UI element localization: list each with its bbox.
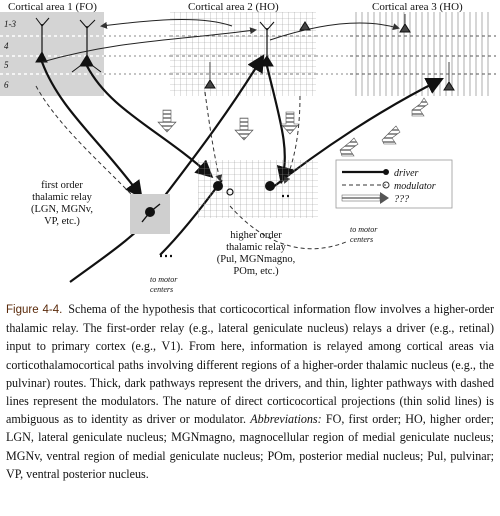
layer-label-5: 5 (4, 60, 9, 70)
layer-label-1-3: 1-3 (4, 19, 16, 29)
ho-relay-line-3: (Pul, MGNmagno, (217, 254, 295, 265)
legend-driver: driver (394, 168, 419, 179)
motor-dots (160, 194, 292, 258)
ho-relay-cells (213, 181, 275, 196)
caption-body: Schema of the hypothesis that corticocor… (6, 302, 494, 427)
corticocortical-projections (41, 18, 400, 63)
fo-relay-line-3: (LGN, MGNv, (31, 204, 93, 215)
inter-area-dots (104, 35, 350, 75)
fo-relay-cell (141, 203, 161, 223)
ho-relay-line-1: higher order (230, 230, 282, 241)
cortical-area-2 (170, 12, 316, 96)
figure-label: Figure 4-4. (6, 304, 63, 316)
legend-modulator: modulator (394, 181, 436, 192)
abbreviations-text: FO, first order; HO, higher order; LGN, … (6, 412, 494, 481)
figure-caption: Figure 4-4.Schema of the hypothesis that… (6, 300, 494, 483)
fo-relay-line-4: VP, etc.) (44, 216, 80, 227)
cortical-area-3 (350, 12, 496, 96)
fo-relay-line-1: first order (41, 180, 83, 191)
motor-label-2-line-2: centers (350, 235, 373, 244)
abbreviations-label: Abbreviations: (250, 412, 322, 427)
legend-unknown: ??? (394, 194, 409, 205)
legend: driver modulator ??? (335, 159, 453, 209)
area-3-title: Cortical area 3 (HO) (372, 1, 463, 13)
area-2-title: Cortical area 2 (HO) (188, 1, 279, 13)
layer-label-6: 6 (4, 80, 9, 90)
area-1-title: Cortical area 1 (FO) (8, 1, 97, 13)
fo-relay-line-2: thalamic relay (32, 192, 93, 203)
schema-figure: Cortical area 1 (FO) Cortical area 2 (HO… (0, 1, 496, 294)
motor-label-1-line-1: to motor (150, 275, 178, 284)
motor-label-1-line-2: centers (150, 285, 173, 294)
motor-label-2-line-1: to motor (350, 225, 378, 234)
ho-relay-line-2: thalamic relay (226, 242, 287, 253)
layer-label-4: 4 (4, 41, 9, 51)
unknown-pathways (157, 97, 429, 157)
ho-relay-line-4: POm, etc.) (233, 266, 279, 277)
